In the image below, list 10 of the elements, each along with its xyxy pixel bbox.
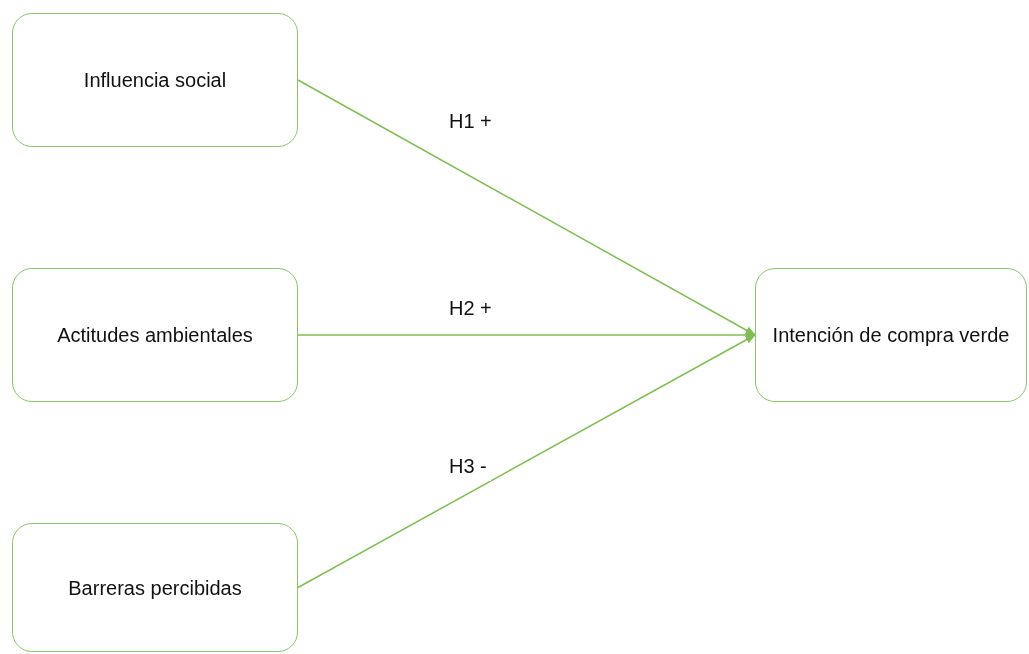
rounded-box <box>12 268 298 402</box>
node-label: Influencia social <box>83 68 227 93</box>
node-label: Intención de compra verde <box>772 323 1010 348</box>
arrow <box>297 334 756 589</box>
rounded-box <box>12 523 298 652</box>
rounded-box <box>755 268 1027 402</box>
rounded-box <box>12 13 298 147</box>
node-label: Barreras percibidas <box>68 575 242 601</box>
node-label: Actitudes ambientales <box>57 323 253 348</box>
arrow <box>297 79 756 336</box>
